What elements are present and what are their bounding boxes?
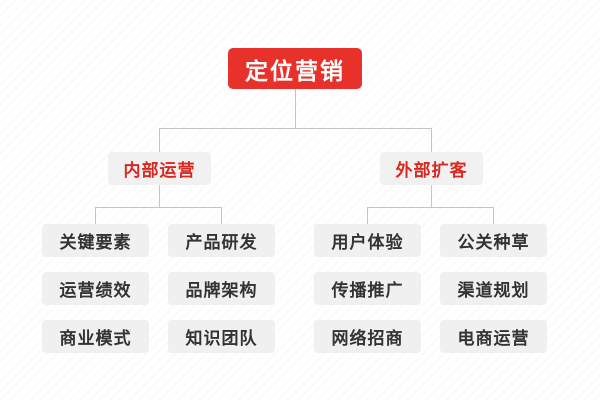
node-root-positioning-marketing[interactable]: 定位营销 [228, 48, 362, 89]
node-leaf-online-investment[interactable]: 网络招商 [314, 320, 421, 353]
node-leaf-ecommerce-operations[interactable]: 电商运营 [440, 320, 547, 353]
connector-left-leaf-stem [159, 185, 160, 207]
connector-root-stem [295, 89, 296, 128]
node-branch-internal-operations[interactable]: 内部运营 [108, 152, 211, 185]
connector-right-leaf-stem [431, 185, 432, 207]
node-leaf-brand-architecture[interactable]: 品牌架构 [168, 272, 275, 305]
node-branch-external-expansion[interactable]: 外部扩客 [380, 152, 483, 185]
connector-left-leaf-bar [95, 207, 222, 208]
connector-leaf-col3-stem [493, 207, 494, 224]
node-leaf-business-model[interactable]: 商业模式 [42, 320, 149, 353]
connector-level1-bar [159, 128, 432, 129]
connector-branch-right-stem [431, 128, 432, 152]
node-leaf-communication-promotion[interactable]: 传播推广 [314, 272, 421, 305]
node-leaf-operating-performance[interactable]: 运营绩效 [42, 272, 149, 305]
node-leaf-pr-seeding[interactable]: 公关种草 [440, 224, 547, 257]
connector-branch-left-stem [159, 128, 160, 152]
connector-leaf-col0-stem [95, 207, 96, 224]
node-leaf-key-elements[interactable]: 关键要素 [42, 224, 149, 257]
node-leaf-channel-planning[interactable]: 渠道规划 [440, 272, 547, 305]
connector-right-leaf-bar [367, 207, 494, 208]
node-leaf-user-experience[interactable]: 用户体验 [314, 224, 421, 257]
connector-leaf-col1-stem [221, 207, 222, 224]
connector-leaf-col2-stem [367, 207, 368, 224]
node-leaf-product-rnd[interactable]: 产品研发 [168, 224, 275, 257]
node-leaf-knowledge-team[interactable]: 知识团队 [168, 320, 275, 353]
